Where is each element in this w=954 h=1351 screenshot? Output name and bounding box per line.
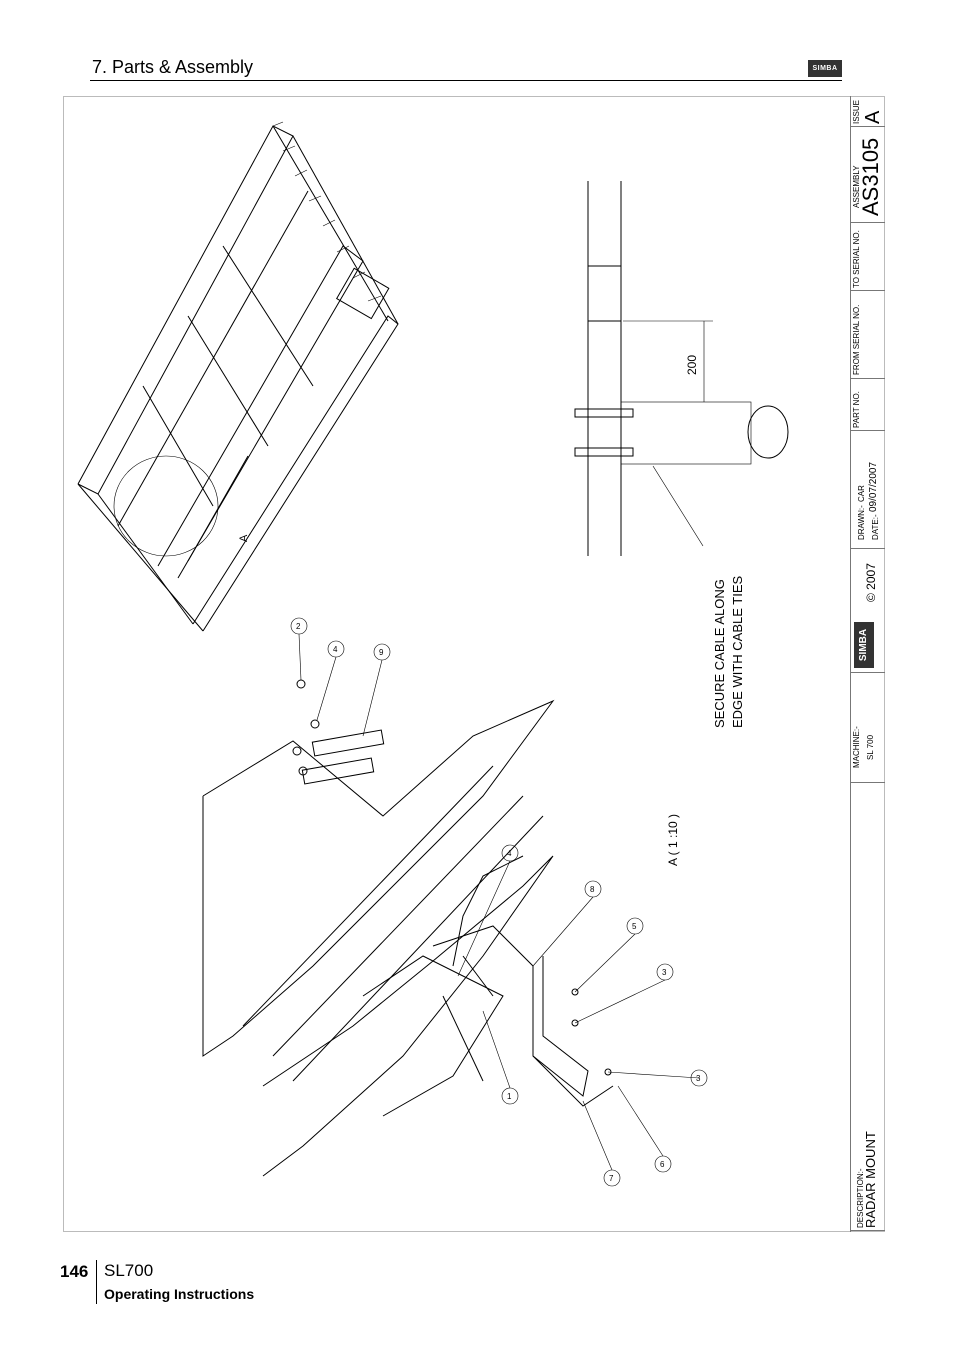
assembly-drawing [77,121,789,1187]
callout-7: 7 [609,1174,614,1183]
callout-2: 2 [296,622,301,631]
detail-label: A [238,534,250,542]
callout-8: 8 [590,885,595,894]
drawing-sheet [63,96,885,1232]
callout-circles [290,617,708,1187]
footer-rule [96,1260,97,1304]
callout-1: 1 [507,1092,512,1101]
machine-label: MACHINE:- [852,726,861,768]
callout-3: 3 [662,968,667,977]
brand-logo: SIMBA [808,60,842,77]
callout-6: 6 [660,1160,665,1169]
frame-overview [77,121,399,632]
header-rule [90,80,842,81]
callout-5: 5 [632,922,637,931]
callout-4: 4 [333,645,338,654]
machine-value: SL 700 [866,734,875,760]
to-serial-label: TO SERIAL NO. [852,230,861,288]
callout-3b: 3 [696,1074,701,1083]
drawn-label: DRAWN:- [857,505,866,540]
callout-9: 9 [379,648,384,657]
section-title: 7. Parts & Assembly [92,57,254,77]
assembly-value: AS3105 [858,137,883,216]
description-value: RADAR MOUNT [863,1131,878,1228]
date-label: DATE:- [871,514,880,540]
callout-4b: 4 [507,849,512,858]
issue-label: ISSUE [852,99,861,124]
copyright: © 2007 [864,563,878,602]
issue-value: A [862,110,884,124]
side-view [574,181,789,556]
note-line-2: EDGE WITH CABLE TIES [730,575,745,728]
exploded-view [202,679,614,1177]
from-serial-label: FROM SERIAL NO. [852,304,861,375]
date-value: 09/07/2007 [868,461,879,512]
detail-scale: A ( 1 :10 ) [666,813,680,866]
note-line-1: SECURE CABLE ALONG [712,579,727,728]
part-no-label: PART NO. [852,391,861,428]
drawn-value: CAR [857,485,866,502]
title-block-border [850,96,851,1232]
page-number: 146 [60,1262,89,1281]
title-block-logo: SIMBA [854,622,874,668]
dimension-label: 200 [685,354,699,375]
manual-subtitle: Operating Instructions [104,1286,255,1302]
model-name: SL700 [104,1261,154,1280]
